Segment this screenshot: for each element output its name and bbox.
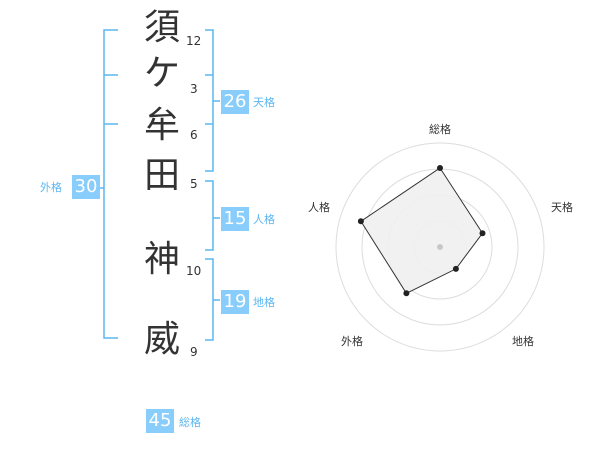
stroke-count-6: 9 bbox=[190, 345, 198, 359]
jinkaku-bracket bbox=[205, 180, 214, 251]
radar-point-1 bbox=[437, 165, 443, 171]
soukaku-label: 総格 bbox=[179, 416, 201, 429]
stroke-count-4: 5 bbox=[190, 177, 198, 191]
radar-point-4 bbox=[403, 290, 410, 297]
radar-axis-label-5: 人格 bbox=[308, 201, 330, 214]
gaikaku-label: 外格 bbox=[40, 181, 62, 194]
gaikaku-value: 30 bbox=[72, 175, 100, 199]
name-char-5: 神 bbox=[143, 239, 180, 280]
radar-point-3 bbox=[452, 265, 459, 272]
radar-center-dot bbox=[437, 244, 443, 250]
soukaku-value: 45 bbox=[146, 409, 174, 433]
jinkaku-label: 人格 bbox=[253, 213, 275, 226]
stroke-count-2: 3 bbox=[190, 82, 198, 96]
name-char-2: ケ bbox=[143, 53, 180, 94]
radar-ring-4 bbox=[335, 142, 545, 352]
radar-axis-label-2: 天格 bbox=[551, 201, 573, 214]
stroke-count-1: 12 bbox=[186, 34, 202, 48]
radar-axis-label-3: 地格 bbox=[512, 335, 534, 348]
radar-axis-label-4: 外格 bbox=[341, 335, 363, 348]
name-char-3: 牟 bbox=[143, 105, 180, 146]
stroke-count-5: 10 bbox=[186, 264, 202, 278]
stroke-count-3: 6 bbox=[190, 128, 198, 142]
radar-polygon bbox=[360, 167, 484, 294]
jinkaku-value: 15 bbox=[221, 207, 249, 231]
radar-axis-label-1: 総格 bbox=[429, 123, 451, 136]
chikaku-label: 地格 bbox=[253, 296, 275, 309]
tenkaku-label: 天格 bbox=[253, 96, 275, 109]
radar-point-5 bbox=[357, 218, 364, 225]
name-char-4: 田 bbox=[143, 155, 180, 196]
radar-point-2 bbox=[479, 230, 486, 237]
tenkaku-value: 26 bbox=[221, 90, 249, 114]
name-char-1: 須 bbox=[143, 7, 180, 48]
name-char-6: 威 bbox=[143, 319, 180, 360]
outer-bracket-left bbox=[103, 29, 118, 339]
chikaku-value: 19 bbox=[221, 290, 249, 314]
